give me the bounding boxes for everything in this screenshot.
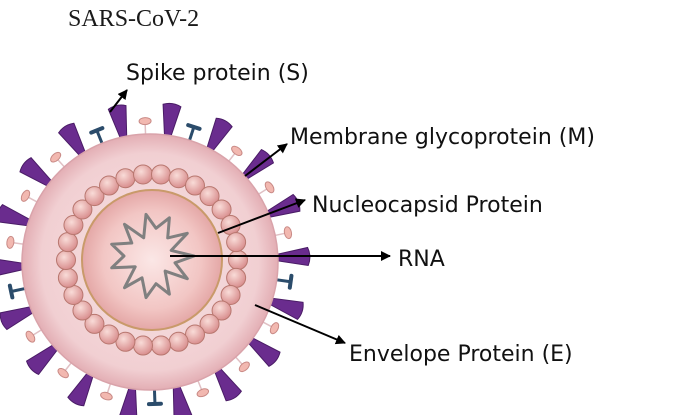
envelope-protein-head	[89, 126, 105, 135]
spike-pointer-arrow	[109, 89, 128, 113]
membrane-glycoprotein-head	[269, 322, 280, 335]
nucleocapsid-bead	[72, 199, 93, 220]
nucleocapsid-bead	[99, 175, 119, 196]
nucleocapsid-bead	[226, 267, 247, 288]
envelope-pointer-arrow	[254, 304, 346, 345]
rna-label: RNA	[398, 247, 445, 272]
nucleocapsid-bead	[133, 335, 154, 356]
nucleocapsid-bead	[150, 335, 171, 356]
nucleocapsid-protein-label: Nucleocapsid Protein	[312, 193, 543, 218]
nucleocapsid-bead	[185, 175, 205, 196]
nucleocapsid-core	[81, 189, 223, 331]
nucleocapsid-bead	[84, 313, 105, 334]
nucleocapsid-bead	[226, 232, 247, 253]
membrane-glycoprotein-head	[20, 189, 31, 202]
diagram-title: SARS-CoV-2	[68, 6, 199, 32]
spike-protein	[0, 304, 42, 331]
spike-protein	[67, 364, 97, 407]
envelope-protein-head	[287, 273, 294, 290]
nucleocapsid-bead	[115, 168, 136, 189]
spike-protein	[19, 157, 59, 192]
spike-protein	[210, 360, 242, 402]
nucleocapsid-bead	[168, 168, 189, 189]
virus-particle	[0, 102, 311, 415]
membrane-pointer-arrow	[244, 143, 288, 177]
membrane-glycoprotein-label: Membrane glycoprotein (M)	[290, 125, 595, 150]
membrane-glycoprotein-head	[138, 117, 152, 126]
membrane-glycoprotein-head	[6, 235, 15, 249]
membrane-glycoprotein-head	[100, 391, 113, 401]
nucleocapsid-bead	[63, 215, 84, 236]
membrane-glycoprotein-head	[264, 181, 275, 194]
membrane-glycoprotein-layer	[6, 117, 294, 407]
membrane-glycoprotein-head	[238, 361, 250, 373]
rna-strand	[110, 212, 196, 300]
nucleocapsid-bead	[115, 331, 136, 352]
spike-protein	[241, 332, 281, 367]
nucleocapsid-bead	[199, 313, 220, 334]
nucleocapsid-bead	[133, 164, 154, 185]
nucleocapsid-bead	[228, 250, 248, 270]
nucleocapsid-bead	[63, 284, 84, 305]
membrane-glycoprotein-head	[50, 151, 62, 163]
envelope-protein-head	[186, 123, 202, 131]
nucleocapsid-bead	[72, 300, 93, 321]
nucleocapsid-bead	[220, 284, 241, 305]
nucleocapsid-bead	[211, 199, 232, 220]
nucleocapsid-bead	[199, 186, 220, 207]
envelope-protein-head	[7, 283, 15, 300]
membrane-glycoprotein-head	[57, 367, 69, 379]
nucleocapsid-bead	[211, 300, 232, 321]
nucleocapsid-bead	[168, 331, 189, 352]
nucleocapsid-bead	[84, 186, 105, 207]
spike-protein	[58, 122, 90, 164]
membrane-glycoprotein-head	[25, 330, 36, 343]
spike-protein	[203, 117, 233, 160]
nucleocapsid-bead	[185, 324, 205, 345]
spike-protein	[25, 339, 64, 376]
membrane-glycoprotein-head	[231, 145, 243, 157]
nucleocapsid-bead	[57, 267, 78, 288]
nucleocapsid-bead	[150, 164, 171, 185]
nucleocapsid-bead-ring	[56, 164, 248, 356]
spike-protein-label: Spike protein (S)	[126, 61, 309, 86]
nucleocapsid-pointer-arrow	[217, 198, 306, 234]
membrane-glycoprotein-head	[196, 388, 210, 398]
membrane-glycoprotein-head	[283, 226, 293, 240]
nucleocapsid-bead	[56, 250, 76, 270]
envelope-protein-label: Envelope Protein (E)	[349, 342, 573, 367]
nucleocapsid-bead	[57, 232, 78, 253]
nucleocapsid-bead	[99, 324, 119, 345]
